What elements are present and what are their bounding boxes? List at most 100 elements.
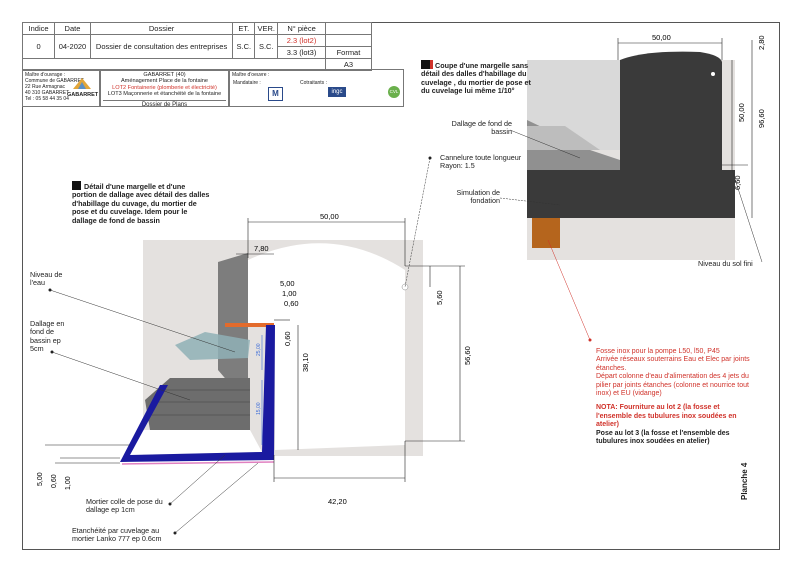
left-title-text: Détail d'une margelle et d'une portion d… — [72, 182, 210, 225]
note-red-5: pilier par joints étanches (colonne et n… — [596, 381, 749, 389]
label-niveau-eau: Niveau de l'eau — [30, 270, 63, 288]
dim-bl-100-label: 1,00 — [65, 476, 72, 490]
revision-table: Indice Date Dossier ET. VER. N° pièce 0 … — [21, 22, 373, 71]
dim-5660-label: 56,60 — [463, 346, 472, 365]
r-label-cannelure: Cannelure toute longueur Rayon: 1.5 — [440, 153, 522, 171]
dim-bl-500-label: 5,00 — [37, 472, 44, 486]
leader-etancheite — [174, 462, 259, 534]
cell-date: 04-2020 — [54, 34, 91, 59]
water-surface — [175, 332, 250, 360]
owner-logo: GABARRET — [67, 76, 99, 98]
project-line-2: Aménagement Place de la fontaine — [120, 78, 209, 85]
r-leader-simulation — [499, 197, 561, 206]
bullet-dallage — [50, 350, 54, 354]
r-dim-top-label: 50,00 — [652, 33, 671, 42]
r-leader-fosse — [547, 239, 591, 341]
owner-cell: Maître d'ouvrage : Commune de GABARRET 2… — [22, 69, 100, 107]
r-label-simulation: Simulation de fondation — [456, 188, 500, 206]
r-dim-9660-label: 96,60 — [757, 109, 766, 128]
left-title-square — [72, 181, 81, 190]
right-title: Coupe d'une margelle sans détail des dal… — [421, 60, 531, 96]
dallage-steps — [145, 378, 250, 430]
team-cotraitants: Cotraitants : — [300, 80, 327, 86]
r-label-dallage: Dallage de fond de bassin — [451, 119, 512, 137]
project-lot3: LOT3 Maçonnerie et étanchéité de la font… — [107, 91, 222, 98]
owner-label: Maître d'ouvrage : — [25, 72, 66, 78]
dim-500-label: 5,00 — [280, 279, 295, 288]
dim-3810-label: 38,10 — [301, 353, 310, 372]
owner-logo-text: GABARRET — [67, 92, 99, 98]
note-red-2: Arrivée réseaux souterrains Eau et Elec … — [596, 356, 750, 364]
right-margelle — [620, 51, 722, 170]
right-title-square — [421, 60, 433, 69]
project-cell: GABARRET (40) Aménagement Place de la fo… — [100, 69, 229, 108]
label-mortier: Mortier colle de pose du dallage ep 1cm — [86, 497, 163, 515]
owner-line-4: Tel : 05 58 44 35 04 — [25, 96, 69, 102]
team-mandataire: Mandataire : — [233, 80, 261, 86]
cell-dossier: Dossier de consultation des entreprises — [89, 34, 234, 59]
owner-logo-icon — [73, 78, 91, 89]
bullet-cannelure — [428, 156, 432, 160]
bullet-mortier — [168, 502, 172, 506]
right-title-text: Coupe d'une margelle sans détail des dal… — [421, 61, 531, 96]
dim-4220-label: 42,20 — [328, 497, 347, 506]
note-red-6: inox) et EU (vidange) — [596, 390, 662, 398]
bottom-slab — [130, 430, 262, 455]
r-dim-5000-label: 50,00 — [737, 103, 746, 122]
note-nota-3: atelier) — [596, 421, 619, 429]
r-leader-dallage — [509, 129, 581, 159]
right-cannelure — [711, 72, 715, 76]
left-title: Détail d'une margelle et d'une portion d… — [72, 181, 212, 225]
team-logo-2: ingc — [328, 87, 346, 97]
cell-ver: S.C. — [254, 34, 279, 59]
team-label: Maître d'oeuvre : — [232, 72, 270, 78]
dim-060-label: 0,60 — [284, 299, 299, 308]
r-dim-660-label: 6,60 — [733, 175, 742, 190]
team-logo-3: CVL — [388, 86, 400, 98]
bullet-fosse — [588, 338, 592, 342]
leader-cannelure — [404, 157, 431, 288]
dim-bl-060-label: 0,60 — [51, 474, 58, 488]
margelle-top-strip — [225, 323, 274, 327]
label-dallage: Dallage en fond de bassin ep 5cm — [30, 319, 65, 354]
leader-niveau-eau — [49, 289, 236, 353]
r-leader-niveau-sol — [731, 169, 763, 263]
leader-dallage — [51, 351, 191, 401]
owner-line-2: 22 Rue Armagnac — [25, 84, 66, 90]
project-lot2: LOT2 Fontainerie (plomberie et électrici… — [112, 84, 217, 91]
note-pose-2: tubulures inox soudées en atelier) — [596, 438, 710, 446]
note-nota-1: NOTA: Fourniture au lot 2 (la fosse et — [596, 404, 720, 412]
cell-format-value: A3 — [324, 58, 373, 71]
bullet-etancheite — [173, 531, 177, 535]
dim-100-label: 1,00 — [282, 289, 297, 298]
margelle-block — [248, 243, 405, 450]
leader-mortier — [169, 454, 226, 505]
bullet-niveau — [48, 288, 52, 292]
r-label-niveau-sol: Niveau du sol fini — [698, 259, 753, 268]
blue-dim-1-label: 25,00 — [256, 343, 262, 356]
right-fosse — [532, 218, 560, 248]
team-logo-1: M — [268, 87, 283, 101]
pool-wall — [218, 253, 248, 405]
note-red-4: Départ colonne d'eau d'alimentation des … — [596, 373, 749, 381]
notes-block: Fosse inox pour la pompe L50, l50, P45 A… — [596, 348, 776, 446]
owner-line-3: 40 310 GABARRET — [25, 90, 70, 96]
drawing-frame — [22, 22, 780, 550]
project-dossier: Dossier de Plans — [103, 99, 226, 108]
sheet-label: Planche 4 — [740, 462, 749, 500]
cell-indice: 0 — [21, 34, 56, 59]
blue-dim-2-label: 15,00 — [256, 402, 262, 415]
note-pose-1: Pose au lot 3 (la fosse et l'ensemble de… — [596, 429, 730, 437]
r-dim-280-label: 2,80 — [757, 35, 766, 50]
right-fondation — [527, 170, 735, 218]
cannelure-circle — [401, 283, 409, 291]
note-nota-2: l'ensemble des tubulures inox soudées en — [596, 412, 737, 420]
team-cell: Maître d'oeuvre : Mandataire : Cotraitan… — [229, 69, 404, 107]
label-etancheite: Etanchéité par cuvelage au mortier Lanko… — [72, 526, 162, 544]
dim-060b-label: 0,60 — [283, 331, 292, 346]
owner-line-1: Commune de GABARRET — [25, 78, 84, 84]
dim-780-label: 7,80 — [254, 244, 269, 253]
dim-top-label: 50,00 — [320, 212, 339, 221]
